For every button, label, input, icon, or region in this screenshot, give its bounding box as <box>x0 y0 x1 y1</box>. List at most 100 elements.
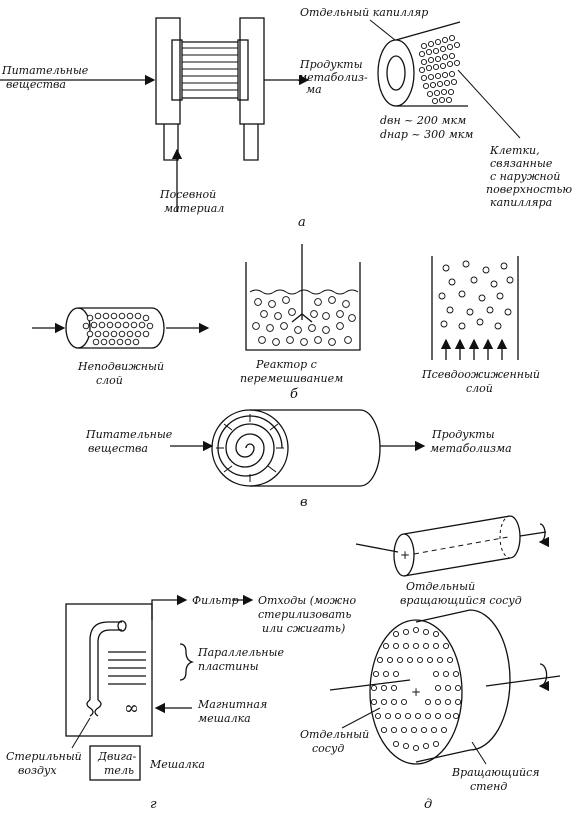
svg-text:Отдельный: Отдельный <box>300 728 369 741</box>
svg-text:dвн ~ 200 мкм: dвн ~ 200 мкм <box>380 114 466 127</box>
svg-text:Двига-: Двига- <box>97 750 137 763</box>
svg-text:мешалка: мешалка <box>198 712 251 725</box>
b-fixed-bed-label-2: слой <box>96 374 123 387</box>
v-products-label-1: Продукты <box>431 428 495 441</box>
a-cells-label-2: связанные <box>490 157 553 170</box>
a-cells-label-1: Клетки, <box>489 144 540 157</box>
svg-text:Стерильный: Стерильный <box>6 750 82 763</box>
left-header-box <box>155 17 181 125</box>
svg-text:метаболизма: метаболизма <box>430 442 512 455</box>
svg-text:Реактор с: Реактор с <box>255 358 317 371</box>
a-inlet-label-2: вещества <box>6 78 66 91</box>
v-inlet-label-2: вещества <box>88 442 148 455</box>
a-single-capillary-label: Отдельный капилляр <box>300 6 428 19</box>
svg-text:д: д <box>424 797 432 812</box>
svg-text:Клетки,: Клетки, <box>489 144 540 157</box>
svg-text:перемешиванием: перемешиванием <box>240 372 343 385</box>
svg-text:Отдельный: Отдельный <box>406 580 475 593</box>
svg-text:а: а <box>298 215 306 230</box>
svg-text:слой: слой <box>466 382 493 395</box>
panel-letter-a: а <box>298 215 306 230</box>
svg-text:сосуд: сосуд <box>312 742 344 755</box>
g-waste-label-1: Отходы (можно <box>258 594 356 607</box>
svg-text:тель: тель <box>104 764 134 777</box>
svg-text:dнар ~ 300 мкм: dнар ~ 300 мкм <box>380 128 473 141</box>
svg-text:Вращающийся: Вращающийся <box>451 766 540 779</box>
g-waste-label-3: или сжигать) <box>262 622 345 635</box>
a-cells-label-3: с наружной <box>490 170 560 183</box>
d-single-vessel-label-1: Отдельный <box>406 580 475 593</box>
rotating-stand-drum <box>369 609 511 765</box>
svg-text:вещества: вещества <box>6 78 66 91</box>
a-products-label-1: Продукты <box>299 58 363 71</box>
svg-text:Неподвижный: Неподвижный <box>77 360 164 373</box>
svg-text:Отходы (можно: Отходы (можно <box>258 594 356 607</box>
svg-text:ма: ма <box>306 83 322 96</box>
svg-text:или сжигать): или сжигать) <box>262 622 345 635</box>
upflow-arrows <box>440 338 508 360</box>
svg-text:+: + <box>400 548 410 562</box>
a-d-outer-label: dнар ~ 300 мкм <box>380 128 473 141</box>
parallel-plates <box>108 651 146 685</box>
panel-g-plate-reactor: ∞ Фильтр Отходы (можно стерилизовать или… <box>6 594 356 812</box>
a-seed-label-1: Посевной <box>159 188 216 201</box>
g-air-label-2: воздух <box>18 764 57 777</box>
b-fluidized-label-1: Псевдоожиженный <box>421 368 540 381</box>
svg-text:Отдельный капилляр: Отдельный капилляр <box>300 6 428 19</box>
v-inlet-label-1: Питательные <box>85 428 173 441</box>
panel-letter-b: б <box>290 387 298 402</box>
b-fluidized-label-2: слой <box>466 382 493 395</box>
fluidized-bed-column <box>431 256 519 360</box>
b-stirred-label-2: перемешиванием <box>240 372 343 385</box>
svg-text:связанные: связанные <box>490 157 553 170</box>
left-end-cap <box>171 39 183 101</box>
g-magnetic-label-2: мешалка <box>198 712 251 725</box>
svg-text:вещества: вещества <box>88 442 148 455</box>
magnetic-stirrer-symbol: ∞ <box>124 698 139 719</box>
svg-text:капилляра: капилляра <box>490 196 552 209</box>
panel-v-spiral-reactor: Питательные вещества Продукты метаболизм… <box>85 409 512 510</box>
single-rotating-vessel: + <box>393 515 521 577</box>
a-cells-label-5: капилляра <box>490 196 552 209</box>
a-seed-label-2: материал <box>164 202 224 215</box>
capillary-bundle <box>182 47 238 91</box>
svg-text:Мешалка: Мешалка <box>149 758 205 771</box>
a-inlet-label-1: Питательные <box>1 64 89 77</box>
panel-letter-g: г <box>150 797 157 812</box>
g-motor-label-2: тель <box>104 764 134 777</box>
svg-text:Питательные: Питательные <box>1 64 89 77</box>
a-products-label-2: метаболиз- <box>298 71 368 84</box>
g-plates-label-2: пластины <box>198 660 259 673</box>
svg-text:г: г <box>150 797 157 812</box>
panel-d-roller-bottles: + Отдельный вращающийся сосуд + Отдельны… <box>300 515 561 812</box>
svg-text:Псевдоожиженный: Псевдоожиженный <box>421 368 540 381</box>
svg-text:Питательные: Питательные <box>85 428 173 441</box>
fixed-bed-column <box>65 307 165 349</box>
g-magnetic-label-1: Магнитная <box>197 698 267 711</box>
panel-b-immobilized-beds: Неподвижный слой Реактор с перемешивание… <box>32 244 540 402</box>
g-motor-label-1: Двига- <box>97 750 137 763</box>
g-mixer-label: Мешалка <box>149 758 205 771</box>
spiral-cylinder <box>211 409 381 487</box>
d-vessel-label-1: Отдельный <box>300 728 369 741</box>
b-fixed-bed-label-1: Неподвижный <box>77 360 164 373</box>
svg-text:б: б <box>290 387 298 402</box>
panel-letter-d: д <box>424 797 432 812</box>
g-plates-label-1: Параллельные <box>197 646 284 659</box>
svg-text:поверхностью: поверхностью <box>486 183 572 196</box>
right-end-cap <box>237 39 249 101</box>
vessel-holes <box>370 626 462 752</box>
g-air-label-1: Стерильный <box>6 750 82 763</box>
svg-text:Посевной: Посевной <box>159 188 216 201</box>
svg-text:стенд: стенд <box>470 780 507 793</box>
svg-text:слой: слой <box>96 374 123 387</box>
svg-text:в: в <box>300 495 308 510</box>
g-filter-label: Фильтр <box>192 594 239 607</box>
motor-box <box>89 745 141 781</box>
v-products-label-2: метаболизма <box>430 442 512 455</box>
d-stand-label-2: стенд <box>470 780 507 793</box>
d-stand-label-1: Вращающийся <box>451 766 540 779</box>
reactor-vessel <box>65 603 153 737</box>
single-capillary-tube <box>377 21 468 107</box>
d-vessel-label-2: сосуд <box>312 742 344 755</box>
